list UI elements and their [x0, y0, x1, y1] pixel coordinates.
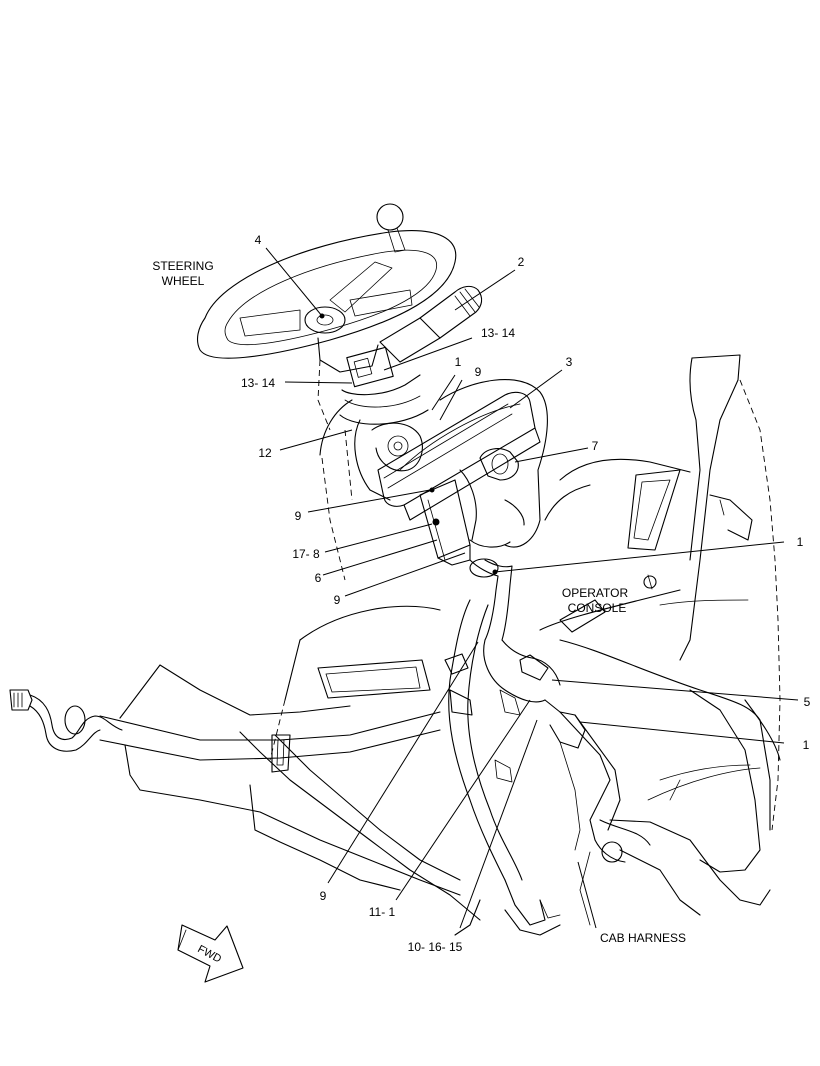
callout-1-lower: 1 [803, 738, 810, 752]
operator-console-label-line2: CONSOLE [568, 601, 627, 615]
control-lever-drawing [379, 285, 483, 363]
callout-9-bottom: 9 [320, 889, 327, 903]
callout-9-top: 9 [475, 365, 482, 379]
operator-console-label-line1: OPERATOR [562, 586, 629, 600]
steering-column-body [319, 379, 548, 581]
steering-wheel-drawing [196, 203, 457, 431]
fwd-label: FWD [196, 943, 224, 965]
callout-4: 4 [255, 233, 262, 247]
connector-drawing [459, 448, 525, 541]
callout-2: 2 [518, 255, 525, 269]
fwd-arrow: FWD [177, 924, 244, 983]
callout-13-14-left: 13- 14 [241, 376, 275, 390]
callout-6: 6 [315, 571, 322, 585]
bracket-drawing [419, 479, 471, 566]
callout-5: 5 [804, 695, 811, 709]
steering-wheel-label-line2: WHEEL [162, 274, 205, 288]
switch-block-drawing [339, 346, 429, 425]
floor-panels-drawing [119, 605, 781, 936]
cab-harness-label: CAB HARNESS [600, 931, 686, 945]
steering-wheel-label-line1: STEERING [152, 259, 213, 273]
callout-9-left: 9 [295, 509, 302, 523]
leader-lines [265, 247, 799, 929]
operator-console-drawing [539, 354, 781, 831]
callout-7: 7 [592, 439, 599, 453]
gauge-cluster-drawing [377, 391, 541, 521]
callout-10-16-15: 10- 16- 15 [408, 940, 463, 954]
callout-13-14-right: 13- 14 [481, 326, 515, 340]
callout-17-8: 17- 8 [292, 547, 320, 561]
cab-harness-drawing [444, 558, 651, 926]
callout-1-right: 1 [797, 535, 804, 549]
callout-12: 12 [258, 446, 272, 460]
callout-3: 3 [566, 355, 573, 369]
callout-1-top: 1 [455, 355, 462, 369]
callout-11-1: 11- 1 [369, 905, 396, 919]
callout-9-mid: 9 [334, 593, 341, 607]
floor-harness-drawing [9, 689, 441, 761]
callout-numbers: 4 2 13- 14 13- 14 1 9 3 12 7 9 17- 8 6 9… [241, 233, 811, 954]
part-labels: STEERING WHEEL OPERATOR CONSOLE CAB HARN… [152, 259, 686, 945]
